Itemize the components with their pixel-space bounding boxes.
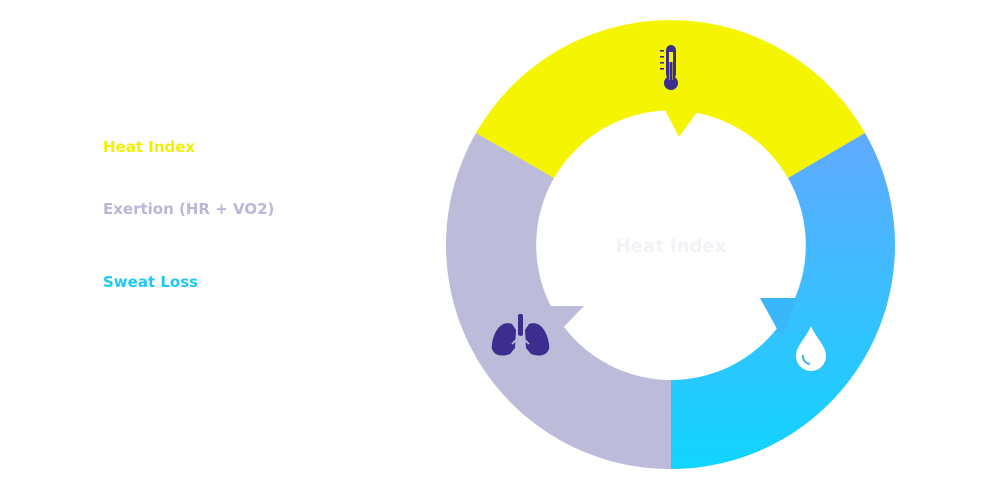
arrow-sweat-loss [760,298,797,338]
segment-exertion [445,133,671,470]
legend-exertion: Exertion (HR + VO2) [103,200,275,218]
lungs-icon [491,314,550,356]
arrow-heat-index [664,108,700,137]
legend-sweat-loss: Sweat Loss [103,273,199,291]
center-label: Heat Index [616,236,727,257]
segment-heat-index [476,20,865,178]
segment-sweat-loss [671,133,896,470]
legend-heat-index: Heat Index [103,138,196,156]
water-drop-icon [796,326,826,371]
arrow-exertion [545,306,584,338]
thermometer-icon [660,45,678,90]
